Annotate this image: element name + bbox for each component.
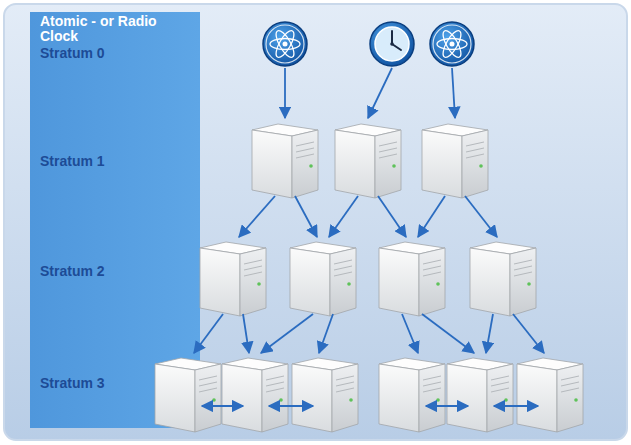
server-icon <box>470 242 536 316</box>
sync-arrow <box>243 314 249 353</box>
server-icon <box>379 358 445 432</box>
sync-arrow <box>284 68 286 118</box>
sync-arrow <box>194 314 223 353</box>
sync-arrow <box>513 314 544 353</box>
sync-arrow <box>378 196 406 237</box>
stratum-label: Stratum 1 <box>40 154 190 169</box>
stratum-label: Stratum 2 <box>40 264 190 279</box>
stratum-label: Atomic - or Radio Clock <box>40 14 190 44</box>
sync-arrow <box>202 405 243 407</box>
sync-arrow <box>402 314 418 353</box>
server-icon <box>200 242 266 316</box>
sync-arrow <box>319 314 333 353</box>
sync-arrow <box>329 196 358 237</box>
server-icon <box>155 358 221 432</box>
sync-arrow <box>426 405 468 407</box>
sync-arrow <box>269 405 313 407</box>
server-icon <box>290 242 356 316</box>
sync-arrow <box>295 196 317 237</box>
radio-clock-icon <box>370 22 414 66</box>
sync-arrow <box>239 196 275 237</box>
background-panel <box>4 4 627 440</box>
atomic-clock-icon <box>430 22 474 66</box>
atomic-clock-icon <box>263 22 307 66</box>
server-icon <box>379 242 445 316</box>
server-icon <box>292 358 358 432</box>
server-icon <box>252 124 318 198</box>
sync-arrow <box>261 314 313 353</box>
stratum-label: Stratum 0 <box>40 46 190 61</box>
sync-arrow <box>418 196 445 237</box>
sync-arrow <box>465 196 497 237</box>
server-icon <box>335 124 401 198</box>
sync-arrow <box>486 314 493 353</box>
sync-arrow <box>368 68 392 118</box>
server-icon <box>517 358 583 432</box>
stratum-label: Stratum 3 <box>40 376 190 391</box>
sync-arrow <box>422 314 474 353</box>
server-icon <box>422 124 488 198</box>
server-icon <box>222 358 288 432</box>
sync-arrow <box>494 405 538 407</box>
server-icon <box>447 358 513 432</box>
sync-arrow <box>452 68 455 118</box>
stratum-band: Atomic - or Radio ClockStratum 0 Stratum … <box>30 12 200 428</box>
